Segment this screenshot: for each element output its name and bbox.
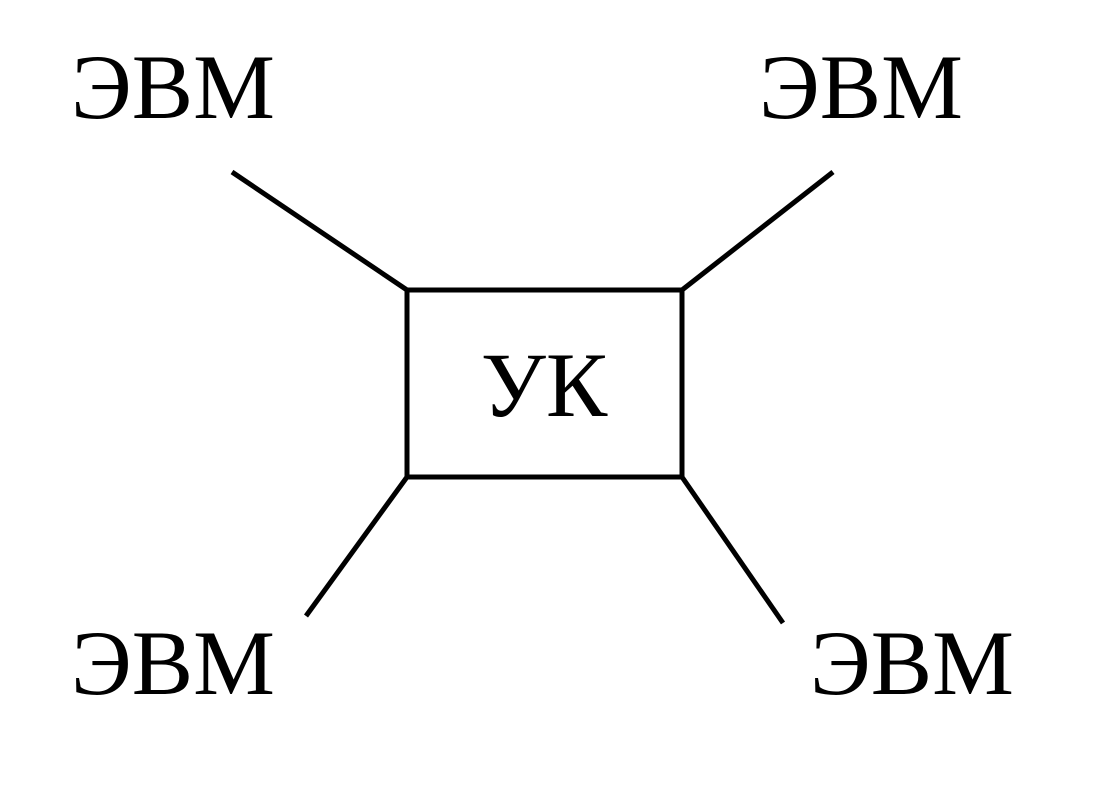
hub-label: УК: [481, 334, 608, 436]
edge-bottom-right: [679, 475, 786, 625]
hub-box: [404, 287, 685, 480]
node-top-right-label: ЭВМ: [759, 36, 963, 138]
edge-top-left: [230, 169, 409, 293]
edge-bottom-left: [303, 475, 410, 618]
edge-top-right: [680, 170, 835, 292]
node-top-left-label: ЭВМ: [71, 36, 275, 138]
node-bottom-right-label: ЭВМ: [810, 612, 1014, 714]
node-bottom-left-label: ЭВМ: [71, 612, 275, 714]
